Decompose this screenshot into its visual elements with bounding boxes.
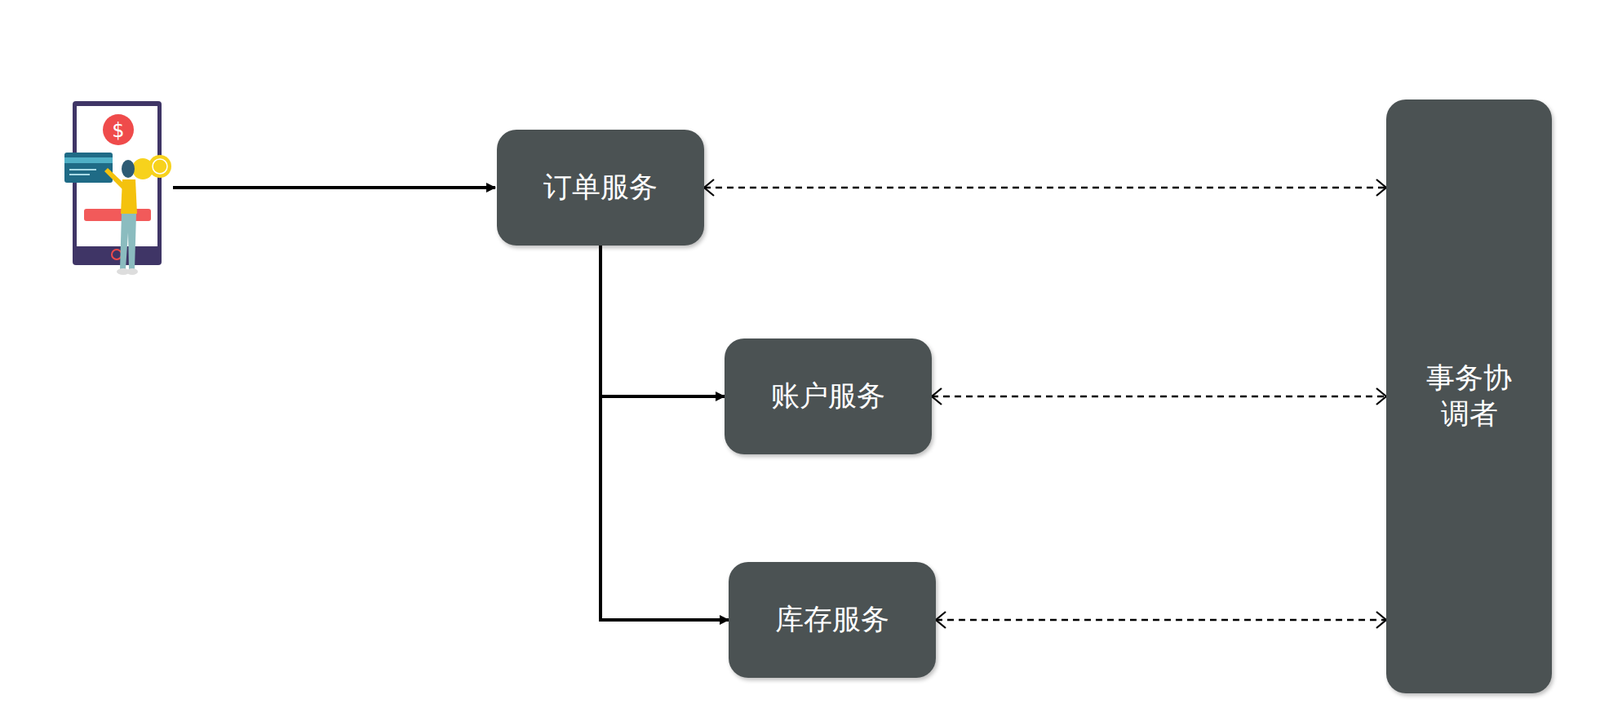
inventory-service-box: 库存服务 bbox=[728, 562, 936, 679]
coordinator-box: 事务协调者 bbox=[1386, 99, 1552, 694]
dashed-connector bbox=[935, 619, 1387, 622]
node-label: 订单服务 bbox=[543, 169, 658, 206]
dashed-connector bbox=[704, 186, 1387, 190]
node-label: 事务协调者 bbox=[1424, 360, 1514, 433]
dashed-connector bbox=[931, 395, 1387, 399]
node-label: 账户服务 bbox=[771, 378, 886, 415]
node-label: 库存服务 bbox=[775, 602, 890, 639]
call-connector bbox=[600, 245, 725, 397]
svg-text:$: $ bbox=[111, 119, 125, 142]
order-service-box: 订单服务 bbox=[496, 129, 705, 246]
call-connector bbox=[600, 245, 729, 621]
account-service-box: 账户服务 bbox=[724, 338, 932, 455]
